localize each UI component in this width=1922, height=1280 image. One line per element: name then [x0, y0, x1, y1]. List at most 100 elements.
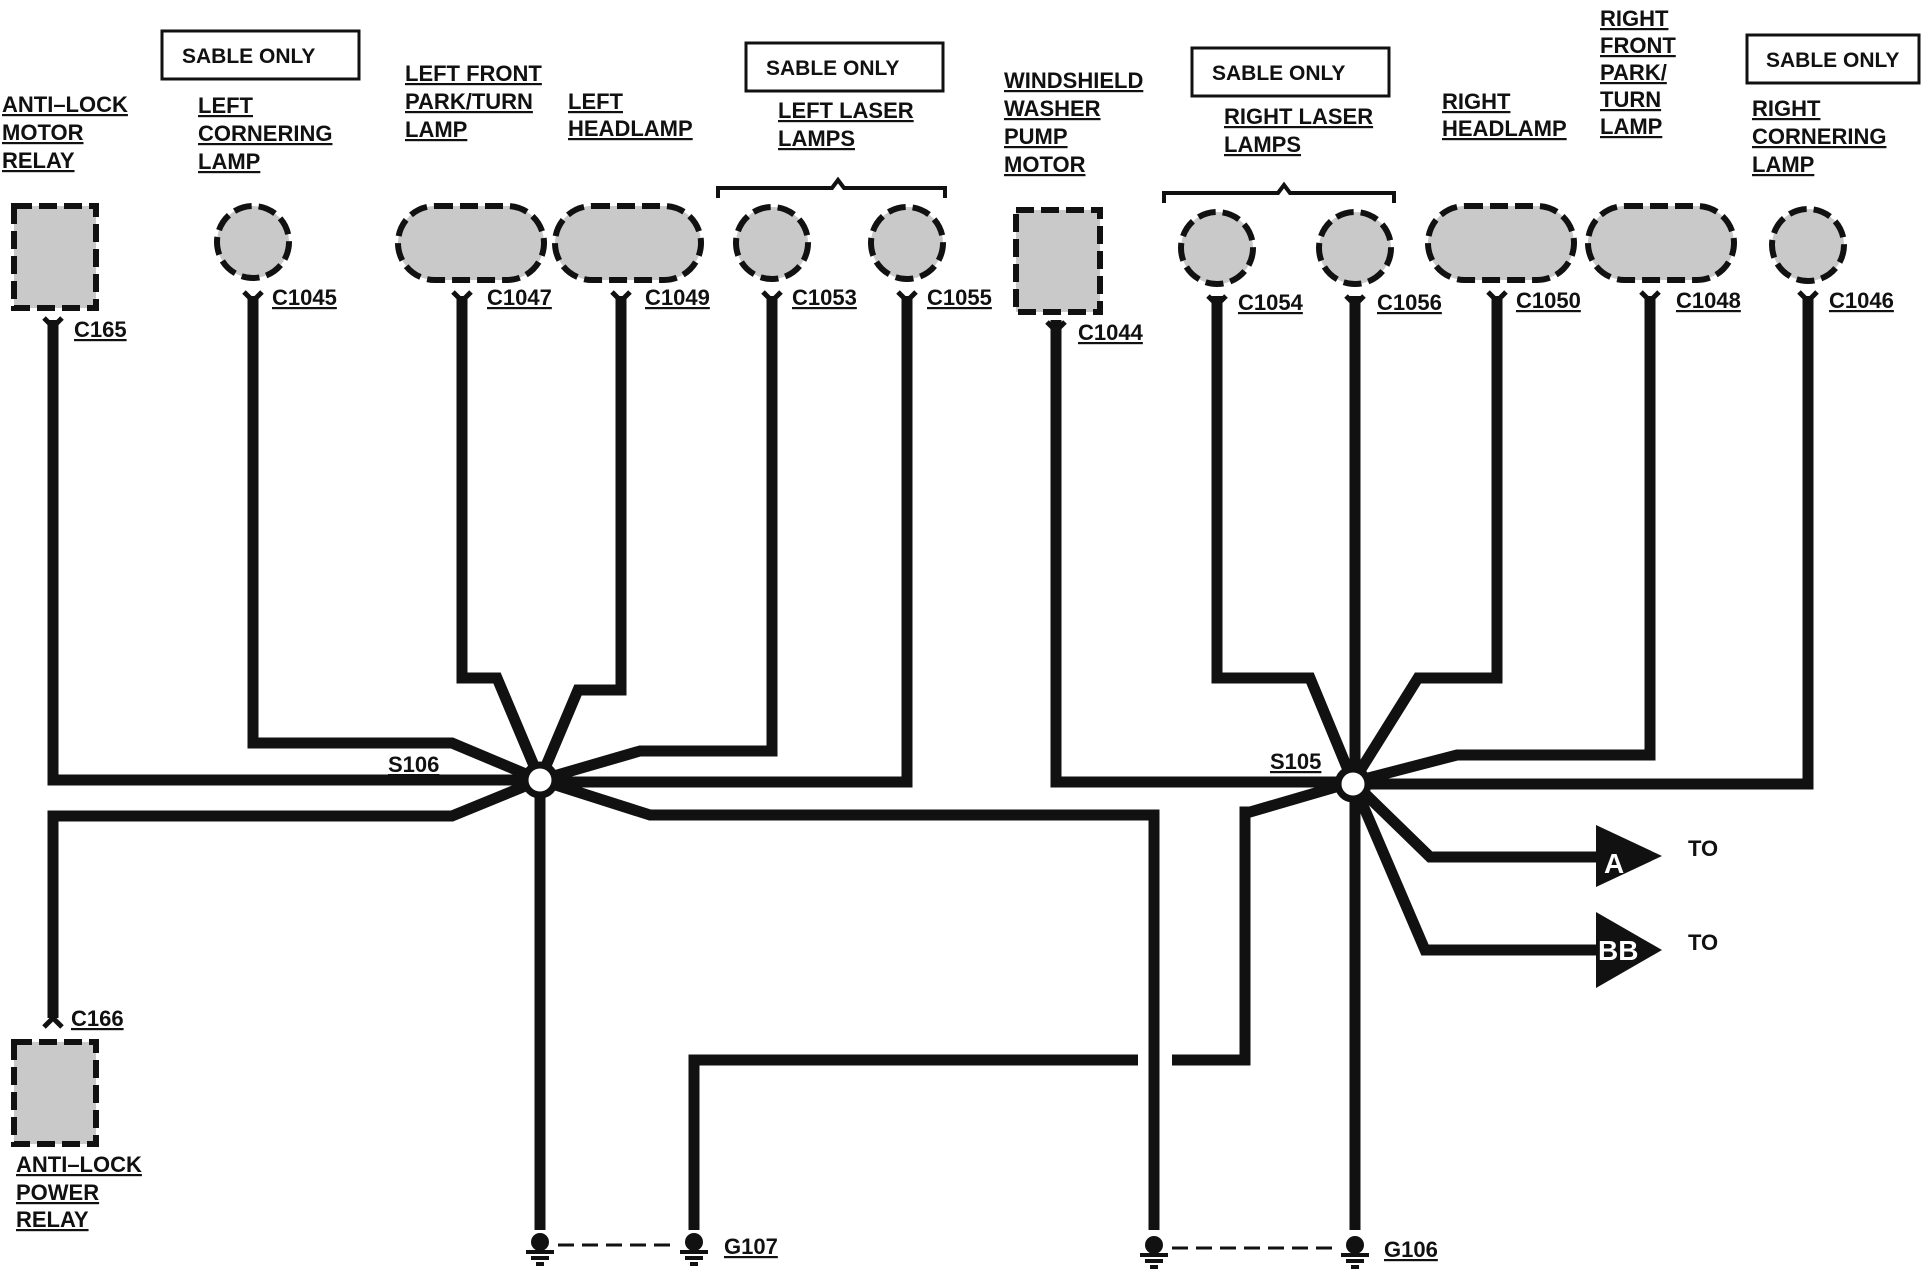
reference-arrow-bb: BB TO: [1596, 912, 1718, 988]
right-cornering-lamp-label: RIGHT CORNERING LAMP: [1752, 96, 1886, 177]
label-line: WINDSHIELD: [1004, 68, 1143, 93]
connector-c166: C166: [71, 1006, 124, 1031]
splice-s106: S106: [388, 752, 559, 799]
label-line: HEADLAMP: [568, 116, 693, 141]
antilock-power-relay-label: ANTI–LOCK POWER RELAY: [16, 1152, 142, 1232]
label-line: PARK/TURN: [405, 89, 533, 114]
ground-icon: [526, 1233, 554, 1266]
ground-g106: G106: [1140, 1236, 1438, 1269]
right-headlamp-label: RIGHT HEADLAMP: [1442, 89, 1567, 141]
splice-s105: S105: [1270, 749, 1372, 803]
label-line: TURN: [1600, 87, 1661, 112]
left-headlamp-label: LEFT HEADLAMP: [568, 89, 693, 141]
reference-bb-letter: BB: [1598, 935, 1638, 966]
label-line: RIGHT LASER: [1224, 104, 1373, 129]
left-laser-lamp-2-symbol: [868, 204, 946, 282]
sable-only-label: SABLE ONLY: [1766, 49, 1899, 72]
label-line: LAMP: [198, 149, 260, 174]
antilock-motor-relay-label: ANTI–LOCK MOTOR RELAY: [2, 92, 128, 173]
ground-g107-label: G107: [724, 1234, 778, 1259]
connector-c1054: C1054: [1238, 290, 1304, 315]
s105-wires: [1050, 296, 1814, 1230]
left-front-park-turn-lamp-symbol: [395, 203, 547, 283]
left-cornering-lamp-symbol: [214, 203, 292, 281]
connector-labels: C165 C1045 C1047 C1049 C1053 C1055 C1044…: [71, 285, 1894, 1031]
label-line: PARK/: [1600, 60, 1667, 85]
connector-ticks: [42, 290, 1819, 1029]
right-laser-brace: [1162, 181, 1396, 203]
label-line: RELAY: [16, 1207, 89, 1232]
splice-s105-label: S105: [1270, 749, 1321, 774]
windshield-washer-pump-motor-symbol: [1013, 207, 1103, 315]
connector-c1047: C1047: [487, 285, 552, 310]
right-front-park-turn-lamp-symbol: [1585, 203, 1737, 283]
connector-c1045: C1045: [272, 285, 337, 310]
connector-c1050: C1050: [1516, 288, 1581, 313]
connector-c165: C165: [74, 317, 127, 342]
label-line: LEFT FRONT: [405, 61, 542, 86]
connector-c1055: C1055: [927, 285, 992, 310]
label-line: RELAY: [2, 148, 75, 173]
right-laser-lamps-label: RIGHT LASER LAMPS: [1224, 104, 1373, 157]
right-headlamp-symbol: [1425, 203, 1577, 283]
s106-wires: [47, 296, 1160, 1230]
label-line: MOTOR: [2, 120, 84, 145]
label-line: POWER: [16, 1180, 99, 1205]
left-laser-brace: [716, 176, 947, 198]
right-laser-lamp-2-symbol: [1316, 209, 1394, 287]
reference-a-letter: A: [1604, 848, 1624, 879]
windshield-washer-pump-motor-label: WINDSHIELD WASHER PUMP MOTOR: [1004, 68, 1143, 177]
left-cornering-lamp-label: LEFT CORNERING LAMP: [198, 93, 332, 174]
label-line: FRONT: [1600, 33, 1676, 58]
label-line: LAMP: [1600, 114, 1662, 139]
reference-bb-to: TO: [1688, 930, 1718, 955]
sable-only-box-right-laser: SABLE ONLY: [1190, 46, 1391, 98]
ground-g106-label: G106: [1384, 1237, 1438, 1262]
label-line: LAMPS: [1224, 132, 1301, 157]
label-line: LEFT: [198, 93, 254, 118]
label-line: WASHER: [1004, 96, 1101, 121]
label-line: PUMP: [1004, 124, 1068, 149]
left-front-park-turn-lamp-label: LEFT FRONT PARK/TURN LAMP: [405, 61, 542, 142]
label-line: MOTOR: [1004, 152, 1086, 177]
ground-icon: [1140, 1236, 1168, 1269]
label-line: LEFT: [568, 89, 624, 114]
label-line: RIGHT: [1600, 6, 1669, 31]
ground-icon: [680, 1233, 708, 1266]
label-line: LEFT LASER: [778, 98, 914, 123]
right-front-park-turn-lamp-label: RIGHT FRONT PARK/ TURN LAMP: [1600, 6, 1676, 139]
reference-arrow-a: A TO: [1596, 825, 1718, 887]
label-line: CORNERING: [1752, 124, 1886, 149]
label-line: LAMP: [1752, 152, 1814, 177]
sable-only-box-left-cornering: SABLE ONLY: [160, 29, 361, 81]
splice-s106-label: S106: [388, 752, 439, 777]
connector-c1049: C1049: [645, 285, 710, 310]
left-headlamp-symbol: [552, 203, 704, 283]
label-line: RIGHT: [1752, 96, 1821, 121]
antilock-power-relay-symbol: [11, 1039, 99, 1147]
label-line: LAMP: [405, 117, 467, 142]
ground-icon: [1341, 1236, 1369, 1269]
label-line: ANTI–LOCK: [2, 92, 128, 117]
label-line: RIGHT: [1442, 89, 1511, 114]
connector-c1056: C1056: [1377, 290, 1442, 315]
connector-c1048: C1048: [1676, 288, 1741, 313]
reference-a-to: TO: [1688, 836, 1718, 861]
right-cornering-lamp-symbol: [1769, 206, 1847, 284]
connector-c1044: C1044: [1078, 320, 1144, 345]
left-laser-lamp-1-symbol: [733, 204, 811, 282]
left-laser-lamps-label: LEFT LASER LAMPS: [778, 98, 914, 151]
label-line: HEADLAMP: [1442, 116, 1567, 141]
label-line: ANTI–LOCK: [16, 1152, 142, 1177]
connector-c1046: C1046: [1829, 288, 1894, 313]
sable-only-label: SABLE ONLY: [766, 57, 899, 80]
sable-only-label: SABLE ONLY: [182, 45, 315, 68]
sable-only-box-right-cornering: SABLE ONLY: [1745, 33, 1921, 85]
sable-only-label: SABLE ONLY: [1212, 62, 1345, 85]
label-line: LAMPS: [778, 126, 855, 151]
antilock-motor-relay-symbol: [11, 203, 99, 311]
ground-g107: G107: [526, 1233, 778, 1266]
label-line: CORNERING: [198, 121, 332, 146]
right-laser-lamp-1-symbol: [1178, 209, 1256, 287]
